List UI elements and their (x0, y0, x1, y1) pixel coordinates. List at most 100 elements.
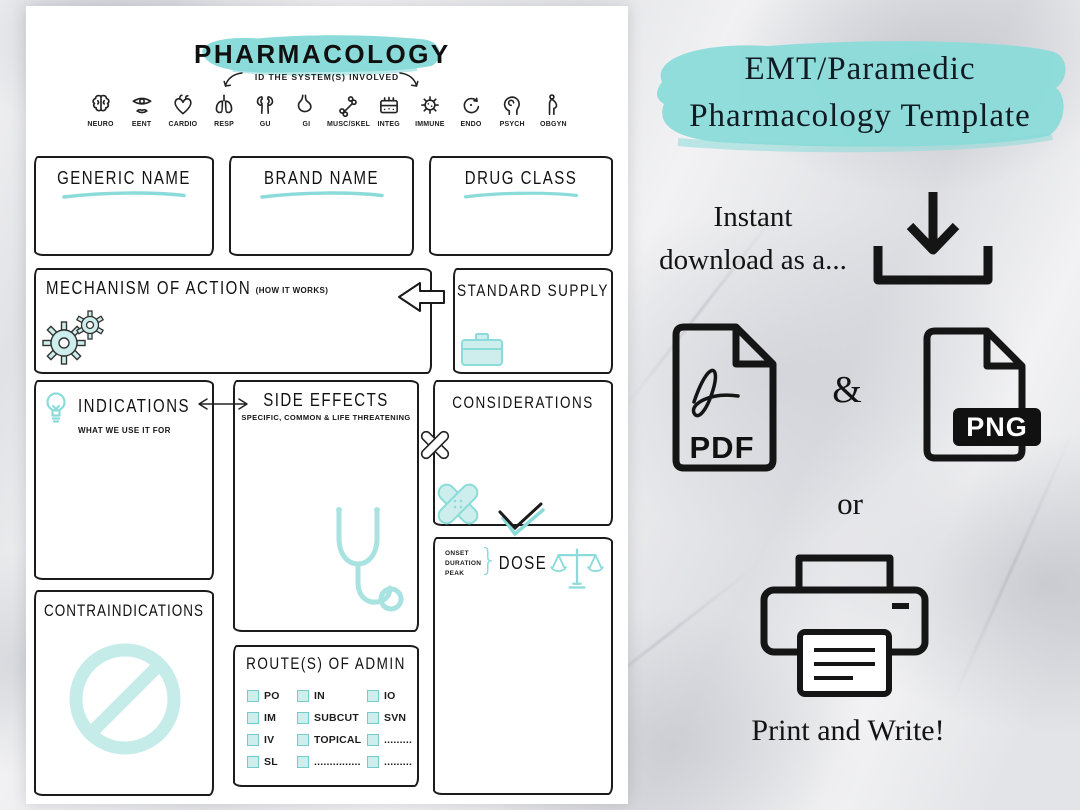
generic-name-label: GENERIC NAME (57, 168, 191, 189)
route-label: IN (314, 689, 325, 702)
route-label: IM (264, 711, 277, 724)
kidneys-icon (256, 96, 274, 114)
mechanism-field[interactable]: MECHANISM OF ACTION (HOW IT WORKS) (34, 268, 432, 374)
route-checkbox-io[interactable] (367, 689, 379, 702)
promo-title-line2: Pharmacology Template (689, 98, 1031, 134)
system-muscskel: MUSC/SKEL (327, 92, 371, 128)
contraindications-field[interactable]: CONTRAINDICATIONS (34, 590, 214, 796)
system-label: OBGYN (540, 121, 567, 128)
promo-lead-line2: download as a... (659, 244, 847, 276)
brand-name-field[interactable]: BRAND NAME (229, 156, 414, 256)
bandaid-sketch-icon (420, 430, 450, 460)
drug-class-field[interactable]: DRUG CLASS (429, 156, 613, 256)
head-mind-icon (504, 96, 521, 116)
virus-icon (420, 96, 439, 114)
indications-note: WHAT WE USE IT FOR (78, 426, 171, 435)
pdf-file-icon: PDF (672, 323, 777, 472)
pregnancy-icon (549, 94, 558, 116)
heart-icon (174, 94, 192, 115)
dose-duration: DURATION (445, 559, 482, 567)
dose-field[interactable]: ONSET DURATION PEAK } DOSE (433, 537, 613, 795)
system-label: GI (302, 121, 311, 128)
routes-title: ROUTE(S) OF ADMIN (246, 654, 406, 673)
route-checkbox-po[interactable] (247, 689, 259, 702)
scales-icon (550, 548, 604, 589)
route-label: SVN (384, 711, 407, 724)
system-neuro: NEURO (80, 92, 121, 128)
route-label: IO (384, 689, 396, 702)
system-label: INTEG (377, 121, 400, 128)
route-label: ......... (384, 733, 413, 746)
route-label: PO (264, 689, 280, 702)
endocrine-cycle-icon (463, 97, 480, 114)
route-checkbox-topical[interactable] (297, 733, 309, 746)
lungs-icon (215, 94, 233, 114)
label-underline-swoosh (62, 191, 186, 199)
skin-icon (379, 96, 398, 114)
mechanism-label: MECHANISM OF ACTION (46, 278, 252, 299)
system-endo: ENDO (451, 92, 492, 128)
indications-field[interactable]: INDICATIONS WHAT WE USE IT FOR (34, 380, 214, 580)
routes-field[interactable]: ROUTE(S) OF ADMIN PO IM IV SL IN SUBCUT … (233, 645, 419, 787)
system-integ: INTEG (368, 92, 409, 128)
side-effects-label: SIDE EFFECTS (263, 390, 389, 411)
generic-name-field[interactable]: GENERIC NAME (34, 156, 214, 256)
brand-name-label: BRAND NAME (263, 168, 379, 189)
system-label: RESP (214, 121, 234, 128)
ampersand: & (832, 369, 862, 411)
download-icon (873, 192, 993, 285)
promo-title: EMT/Paramedic Pharmacology Template (650, 46, 1070, 140)
png-file-icon: PNG (923, 327, 1041, 462)
supply-kit-icon (461, 333, 503, 366)
label-underline-swoosh (259, 191, 384, 199)
png-label: PNG (966, 412, 1028, 442)
promo-lead: Instant download as a... (626, 196, 880, 282)
system-label: NEURO (87, 121, 114, 128)
route-checkbox-iv[interactable] (247, 733, 259, 746)
system-obgyn: OBGYN (533, 92, 574, 128)
considerations-field[interactable]: CONSIDERATIONS (433, 380, 613, 526)
lightbulb-icon (46, 392, 66, 423)
sketch-arrow-left-icon (398, 282, 445, 312)
dose-bracket: } (479, 543, 499, 578)
dose-timing: ONSET DURATION PEAK (445, 549, 481, 578)
gears-icon (42, 310, 105, 365)
system-label: GU (259, 121, 271, 128)
system-label: EENT (131, 121, 152, 128)
route-checkbox-other-1[interactable] (297, 755, 309, 768)
route-checkbox-sl[interactable] (247, 755, 259, 768)
route-checkbox-subcut[interactable] (297, 711, 309, 724)
standard-supply-field[interactable]: STANDARD SUPPLY (453, 268, 613, 374)
system-label: ENDO (460, 121, 482, 128)
label-underline-swoosh (464, 191, 578, 199)
system-immune: IMMUNE (409, 92, 450, 128)
system-resp: RESP (204, 92, 245, 128)
route-checkbox-in[interactable] (297, 689, 309, 702)
route-checkbox-other-2[interactable] (367, 733, 379, 746)
system-label: IMMUNE (415, 121, 445, 128)
worksheet-subtitle: ID THE SYSTEM(S) INVOLVED (254, 72, 400, 82)
route-checkbox-other-3[interactable] (367, 755, 379, 768)
side-effects-field[interactable]: SIDE EFFECTS SPECIFIC, COMMON & LIFE THR… (233, 380, 419, 632)
worksheet-title-wrap: PHARMACOLOGY (194, 32, 448, 76)
printer-icon (760, 554, 929, 697)
bone-icon (338, 96, 357, 118)
system-cardio: CARDIO (162, 92, 203, 128)
route-checkbox-svn[interactable] (367, 711, 379, 724)
system-psych: PSYCH (492, 92, 533, 128)
pdf-label: PDF (690, 430, 755, 465)
promo-lead-line1: Instant (713, 201, 793, 233)
bandaid-icon (437, 483, 479, 525)
or-label: or (837, 486, 863, 521)
system-label: MUSC/SKEL (327, 121, 371, 128)
dose-label: DOSE (498, 553, 548, 574)
considerations-label: CONSIDERATIONS (452, 393, 594, 412)
double-arrow-icon (198, 398, 248, 410)
system-eent: EENT (121, 92, 162, 128)
system-label: PSYCH (499, 121, 525, 128)
route-label: SUBCUT (314, 711, 359, 724)
route-label: IV (264, 733, 275, 746)
promo-cta: Print and Write! (751, 714, 945, 747)
check-arrow-icon (498, 502, 545, 537)
route-checkbox-im[interactable] (247, 711, 259, 724)
